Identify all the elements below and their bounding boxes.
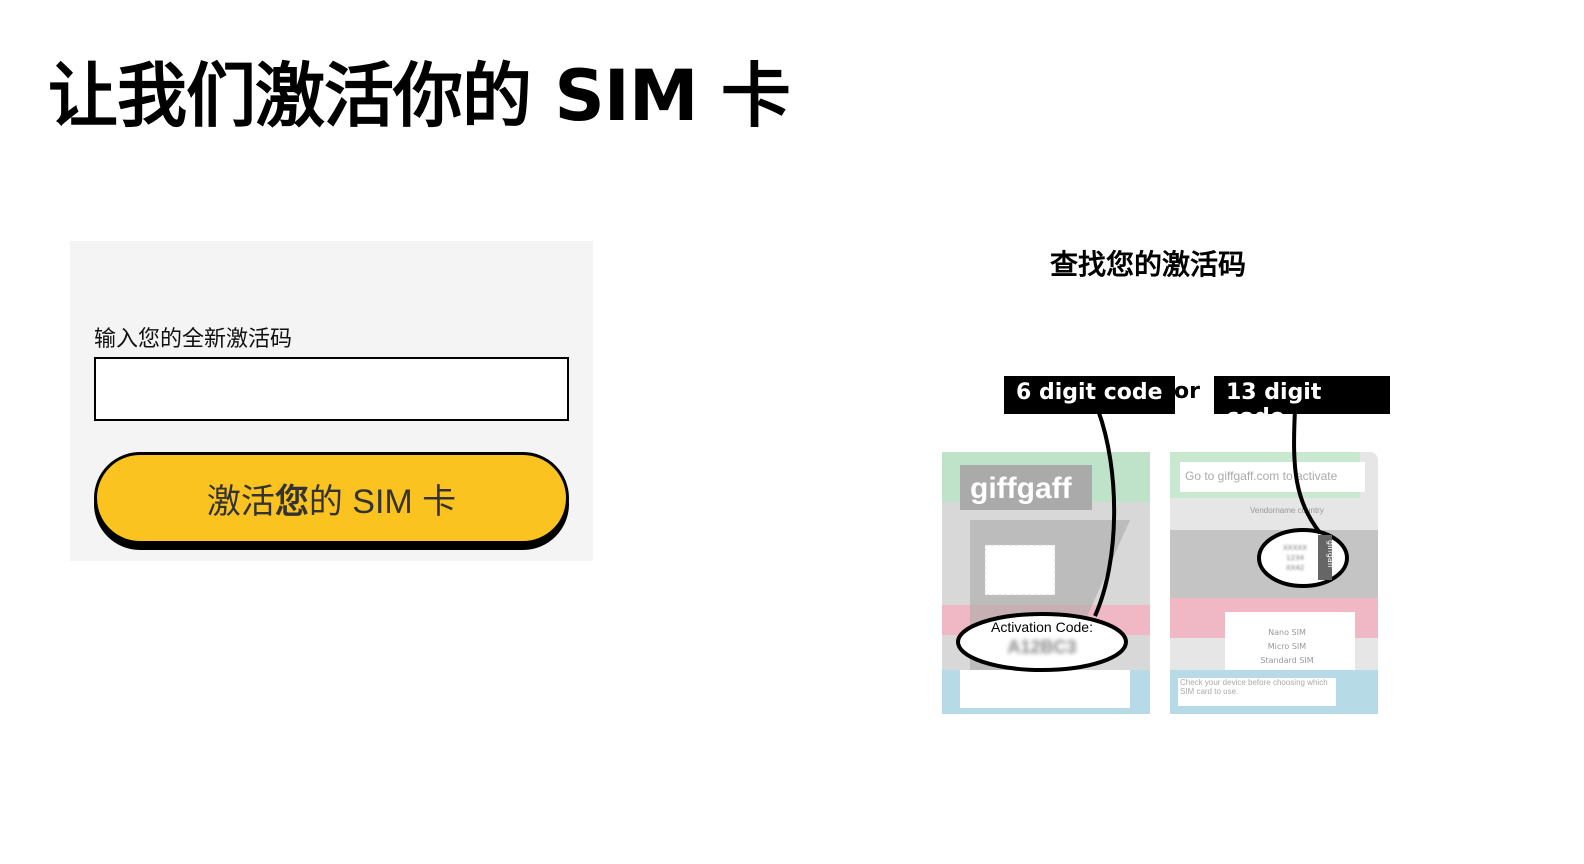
vendor-text: Vendorname country [1250,506,1324,515]
activation-code-input[interactable] [94,357,569,421]
size-nano: Nano SIM [1268,628,1306,637]
svg-text:XX42: XX42 [1286,564,1305,572]
card-front: giffgaff Activation Code: A12BC3 [942,409,1150,714]
size-micro: Micro SIM [1268,642,1307,651]
sim-card-illustration: giffgaff Activation Code: A12BC3 Go to g… [930,370,1390,720]
thirteen-digit-tag: 13 digit code [1214,376,1390,430]
sim-cards-graphic: giffgaff Activation Code: A12BC3 Go to g… [942,409,1378,714]
check-device-note: Check your device before choosing which … [1180,678,1328,696]
page-title: 让我们激活你的 SIM 卡 [48,55,791,137]
svg-text:1234: 1234 [1286,554,1304,562]
six-digit-tag: 6 digit code [1004,376,1175,414]
button-text-2: 您 [274,482,309,521]
front-brand: giffgaff [970,472,1073,505]
size-standard: Standard SIM [1260,656,1313,665]
svg-text:XXXXX: XXXXX [1283,544,1307,552]
find-code-heading: 查找您的激活码 [1050,248,1247,281]
activation-code-label: 输入您的全新激活码 [94,327,293,352]
goto-text: Go to giffgaff.com to activate [1185,469,1338,483]
button-text-1: 激活 [206,482,275,521]
sample-code: A12BC3 [1007,637,1076,657]
svg-text:giffgaff: giffgaff [1326,540,1335,569]
activation-code-text: Activation Code: [991,619,1093,635]
button-text-3: 的 SIM 卡 [308,482,457,521]
or-text: or [1174,379,1200,404]
activation-form: 输入您的全新激活码 激活您的 SIM 卡 [70,241,593,561]
card-back: Go to giffgaff.com to activate Vendornam… [1170,409,1378,714]
activate-sim-button[interactable]: 激活您的 SIM 卡 [94,452,569,544]
